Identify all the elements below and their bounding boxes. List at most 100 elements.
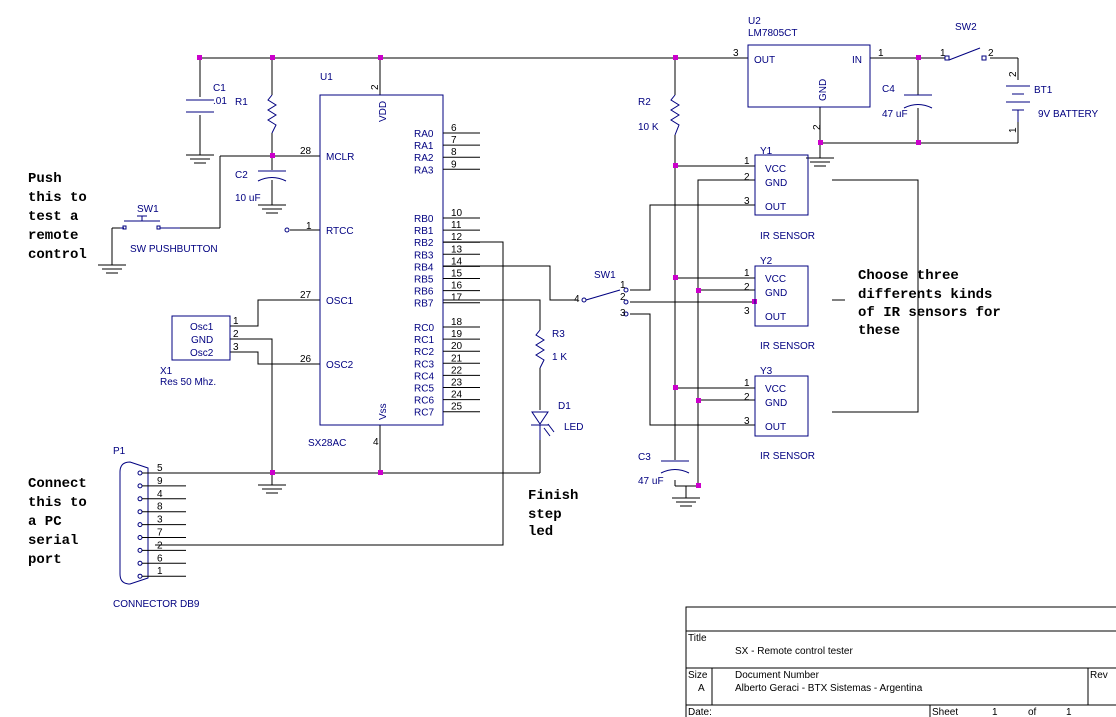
ground-symbols — [98, 154, 834, 507]
p1-pin-number: 3 — [157, 515, 163, 526]
note-line: serial — [28, 533, 78, 549]
note-line: this to — [28, 190, 87, 206]
u1-pin-name: RB0 — [414, 214, 434, 225]
note-line: test a — [28, 209, 79, 225]
ground-icon — [258, 204, 286, 214]
x1-pin-label: Osc1 — [190, 322, 214, 333]
y1-pin: 2 — [744, 172, 750, 183]
capacitor-c2: C2 10 uF — [235, 170, 287, 204]
sw2-pin1: 1 — [940, 48, 946, 59]
sw1-rot-pin: 2 — [620, 292, 626, 303]
p1-pin-number: 7 — [157, 528, 163, 539]
p1-pin-contact — [137, 535, 143, 540]
x1-pin-label: Osc2 — [190, 348, 214, 359]
c1-ref: C1 — [213, 83, 226, 94]
note-line: led — [528, 524, 553, 540]
c4-value: 47 uF — [882, 109, 908, 120]
note-line: this to — [28, 495, 87, 511]
u1-pin-number: 9 — [451, 159, 457, 170]
r2-ref: R2 — [638, 97, 651, 108]
u1-pin-number: 24 — [451, 390, 463, 401]
note-line: of IR sensors for — [858, 305, 1001, 321]
resonator-x1: Osc1 GND Osc2 1 2 3 X1 Res 50 Mhz. — [160, 315, 239, 388]
note-line: Choose three — [858, 268, 959, 284]
u1-pin-number: 18 — [451, 317, 463, 328]
u1-osc2-label: OSC2 — [326, 360, 354, 371]
u1-pin-name: RC3 — [414, 359, 434, 370]
y1-gnd-label: GND — [765, 178, 787, 189]
title-block: Title SX - Remote control tester Size A … — [685, 606, 1116, 717]
sw1-push-value: SW PUSHBUTTON — [130, 244, 218, 255]
p1-value: CONNECTOR DB9 — [113, 599, 200, 610]
y3-vcc-label: VCC — [765, 384, 786, 395]
c3-value: 47 uF — [638, 476, 664, 487]
u1-pin-number: 8 — [451, 147, 457, 158]
p1-pin-contact — [137, 496, 143, 502]
u1-osc1-label: OSC1 — [326, 296, 354, 307]
u1-pin-name: RB4 — [414, 262, 434, 273]
p1-pin-number: 8 — [157, 502, 163, 513]
switch-sw2: SW2 1 2 — [940, 22, 994, 61]
resistor-r1: R1 — [235, 94, 277, 134]
u2-ref: U2 — [748, 16, 761, 27]
p1-pin-contact — [137, 509, 143, 515]
p1-pin-number: 4 — [157, 489, 163, 500]
u1-pin-name: RC5 — [414, 384, 434, 395]
size-label: Size — [688, 670, 708, 681]
resistor-r2: R2 10 K — [638, 94, 680, 136]
note-connect: Connect this to a PC serial port — [28, 476, 87, 568]
x1-pin-num: 1 — [233, 316, 239, 327]
note-finish: Finish step led — [528, 488, 578, 540]
capacitor-c4: C4 47 uF — [882, 84, 933, 120]
c2-ref: C2 — [235, 170, 248, 181]
u1-mclr-label: MCLR — [326, 152, 354, 163]
y2-vcc-label: VCC — [765, 274, 786, 285]
sheet-total: 1 — [1066, 707, 1072, 717]
y1-ref: Y1 — [760, 146, 773, 157]
ic-u1: U1 SX28AC VDD 2 Vss 4 MCLR 28 RTCC 1 OSC… — [284, 72, 480, 449]
u1-pin-number: 15 — [451, 269, 463, 280]
c3-ref: C3 — [638, 452, 651, 463]
u1-pin-number: 12 — [451, 232, 463, 243]
title-label: Title — [688, 633, 707, 644]
y2-pin: 1 — [744, 268, 750, 279]
p1-pin-contact — [137, 470, 143, 476]
sw1-rot-pin: 1 — [620, 280, 626, 291]
y1-value: IR SENSOR — [760, 231, 815, 242]
sw1-push-ref: SW1 — [137, 204, 159, 215]
p1-pin-contact — [137, 560, 143, 566]
u1-pin-name: RB3 — [414, 250, 434, 261]
u1-pin-number: 10 — [451, 208, 463, 219]
u1-pin-number: 6 — [451, 123, 457, 134]
u2-in-label: IN — [852, 55, 862, 66]
u1-pin-number: 13 — [451, 244, 463, 255]
ground-icon — [98, 264, 126, 274]
note-choose: Choose three differents kinds of IR sens… — [858, 268, 1001, 339]
u1-pin-number: 21 — [451, 353, 463, 364]
sheet-number: 1 — [992, 707, 998, 717]
y1-out-label: OUT — [765, 202, 786, 213]
u1-pin-name: RB5 — [414, 275, 434, 286]
u1-pin-rtcc: 1 — [306, 221, 312, 232]
u1-pin-name: RC2 — [414, 347, 434, 358]
p1-ref: P1 — [113, 446, 126, 457]
p1-pin-number: 1 — [157, 566, 163, 577]
r2-value: 10 K — [638, 122, 659, 133]
y3-pin: 3 — [744, 416, 750, 427]
note-line: Connect — [28, 476, 87, 492]
note-line: Push — [28, 171, 62, 187]
u1-pin-number: 25 — [451, 402, 463, 413]
x1-ref: X1 — [160, 366, 173, 377]
p1-pin-number: 9 — [157, 476, 163, 487]
resistor-r3: R3 1 K — [535, 329, 567, 369]
u1-pin-number: 19 — [451, 329, 463, 340]
u1-pin-number: 23 — [451, 378, 463, 389]
ir-sensor-y2: Y2 VCC GND OUT 1 2 3 IR SENSOR — [744, 256, 815, 352]
u1-pin-name: RB1 — [414, 226, 434, 237]
u1-pin-name: RC6 — [414, 396, 434, 407]
note-push: Push this to test a remote control — [28, 171, 87, 263]
docnum-value: Alberto Geraci - BTX Sistemas - Argentin… — [735, 683, 923, 694]
